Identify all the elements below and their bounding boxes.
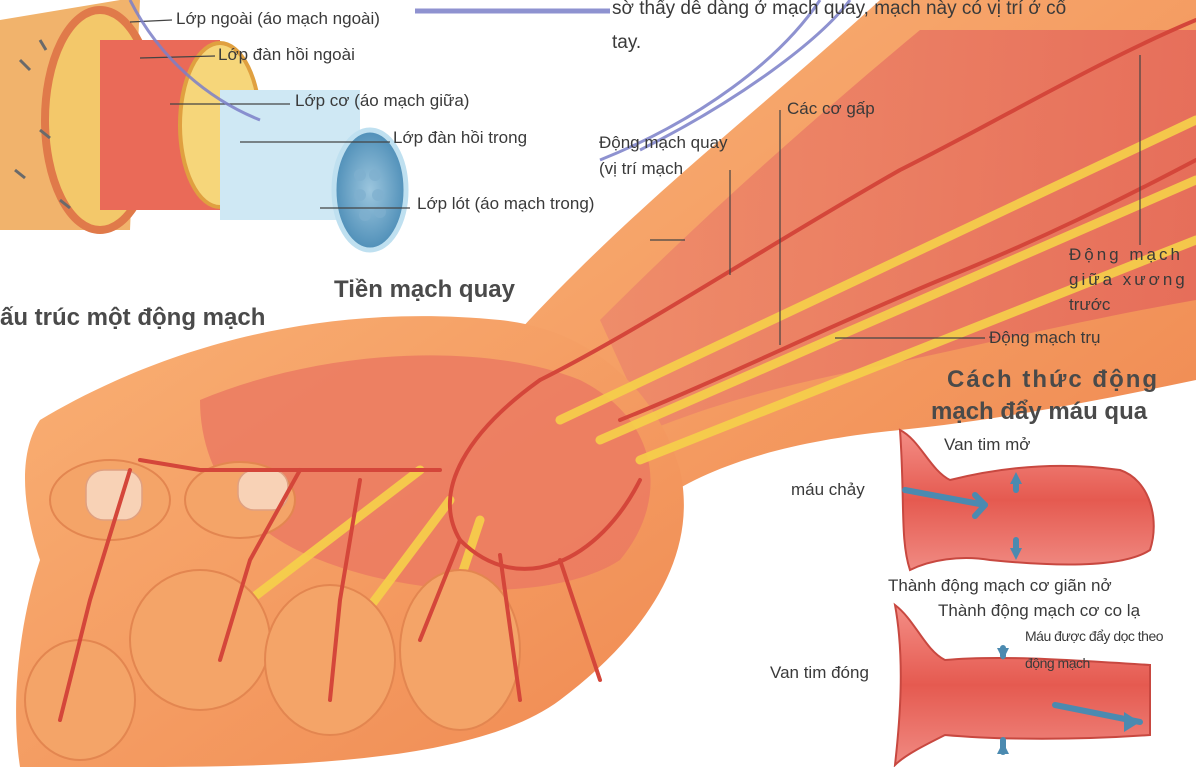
label-radial-line2: (vị trí mạch — [599, 159, 683, 179]
label-ulnar: Động mạch trụ — [989, 328, 1101, 348]
label-valve-closed: Van tim đóng — [770, 663, 869, 683]
label-inner-elastic: Lớp đàn hồi trong — [393, 128, 527, 148]
pumping-title-line1: Cách thức động — [947, 366, 1159, 394]
artery-structure-title: ấu trúc một động mạch — [0, 304, 265, 332]
forearm-title: Tiền mạch quay — [334, 276, 515, 304]
label-interosseous-line2: giữa xương — [1069, 270, 1188, 290]
label-blood-flow: máu chảy — [791, 480, 865, 500]
top-text-line1: sờ thấy dễ dàng ở mạch quay, mạch này có… — [612, 0, 1066, 21]
artery-layers-diagram — [0, 0, 406, 250]
label-outer-elastic: Lớp đàn hồi ngoài — [218, 45, 355, 65]
label-radial-line1: Động mạch quay — [599, 133, 728, 153]
label-wall-contracts: Thành động mạch cơ co lạ — [938, 601, 1140, 621]
label-interosseous-line3: trước — [1069, 295, 1110, 315]
pumping-title-line2: mạch đẩy máu qua — [931, 398, 1147, 426]
label-lining: Lớp lót (áo mạch trong) — [417, 194, 594, 214]
label-valve-open: Van tim mở — [944, 435, 1030, 455]
label-wall-dilates: Thành động mạch cơ giãn nở — [888, 576, 1112, 596]
label-muscle-layer: Lớp cơ (áo mạch giữa) — [295, 91, 469, 111]
label-outer-layer: Lớp ngoài (áo mạch ngoài) — [176, 9, 380, 29]
label-flexors: Các cơ gấp — [787, 99, 875, 119]
label-pushed-line1: Máu được đẩy dọc theo — [1025, 628, 1163, 645]
top-text-line2: tay. — [612, 32, 641, 55]
label-pushed-line2: động mạch — [1025, 655, 1090, 672]
label-interosseous-line1: Động mạch — [1069, 245, 1183, 265]
pumping-diagram — [895, 430, 1154, 765]
